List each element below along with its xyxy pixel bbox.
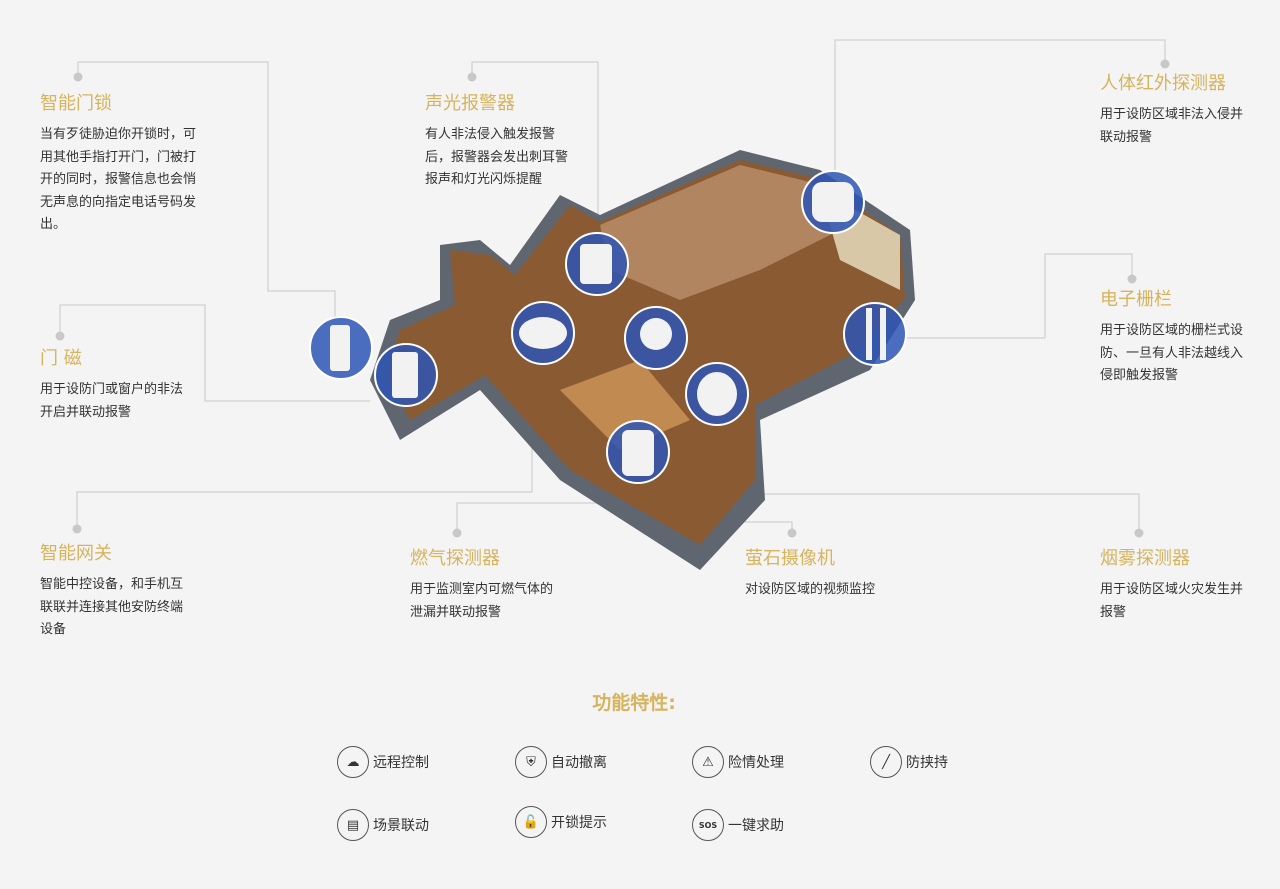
device-title: 门 磁 xyxy=(40,348,82,369)
device-desc: 用于设防区域火灾发生并报警 xyxy=(1100,582,1244,620)
feature-label: 险情处理 xyxy=(728,755,784,771)
device-desc: 智能中控设备，和手机互联联并连接其他安防终端设备 xyxy=(40,577,184,637)
device-desc: 用于设防门或窗户的非法开启并联动报警 xyxy=(40,382,184,420)
feature-label: 开锁提示 xyxy=(551,815,607,831)
knife-icon: ╱ xyxy=(870,746,902,778)
device-door-sensor: 门 磁用于设防门或窗户的非法开启并联动报警 xyxy=(40,347,210,424)
device-title: 萤石摄像机 xyxy=(745,548,835,569)
device-fence: 电子栅栏用于设防区域的栅栏式设防、一旦有人非法越线入侵即触发报警 xyxy=(1100,288,1270,388)
unlock-icon: 🔓 xyxy=(515,806,547,838)
device-alarm: 声光报警器有人非法侵入触发报警后，报警器会发出刺耳警报声和灯光闪烁提醒 xyxy=(425,92,595,192)
feature-scene-linkage: ▤场景联动 xyxy=(337,809,429,841)
device-desc: 有人非法侵入触发报警后，报警器会发出刺耳警报声和灯光闪烁提醒 xyxy=(425,127,569,187)
device-gas: 燃气探测器用于监测室内可燃气体的泄漏并联动报警 xyxy=(410,547,580,624)
feature-label: 场景联动 xyxy=(373,818,429,834)
device-desc: 用于设防区域的栅栏式设防、一旦有人非法越线入侵即触发报警 xyxy=(1100,323,1244,383)
feature-danger-handling: ⚠险情处理 xyxy=(692,746,784,778)
device-title: 声光报警器 xyxy=(425,93,515,114)
device-title: 智能网关 xyxy=(40,543,112,564)
device-title: 烟雾探测器 xyxy=(1100,548,1190,569)
device-smoke: 烟雾探测器用于设防区域火灾发生并报警 xyxy=(1100,547,1270,624)
device-desc: 用于监测室内可燃气体的泄漏并联动报警 xyxy=(410,582,554,620)
device-desc: 对设防区域的视频监控 xyxy=(745,582,876,597)
device-desc: 当有歹徒胁迫你开锁时，可用其他手指打开门，门被打开的同时，报警信息也会悄无声息的… xyxy=(40,127,197,232)
device-title: 人体红外探测器 xyxy=(1100,73,1226,94)
device-title: 智能门锁 xyxy=(40,93,112,114)
device-title: 电子栅栏 xyxy=(1100,289,1172,310)
feature-label: 一键求助 xyxy=(728,818,784,834)
device-pir: 人体红外探测器用于设防区域非法入侵并联动报警 xyxy=(1100,72,1270,149)
device-camera: 萤石摄像机对设防区域的视频监控 xyxy=(745,547,915,602)
feature-anti-hijack: ╱防挟持 xyxy=(870,746,948,778)
feature-label: 远程控制 xyxy=(373,755,429,771)
feature-auto-evacuate: ⛨自动撤离 xyxy=(515,746,607,778)
device-desc: 用于设防区域非法入侵并联动报警 xyxy=(1100,107,1244,145)
feature-label: 自动撤离 xyxy=(551,755,607,771)
feature-unlock-alert: 🔓开锁提示 xyxy=(515,806,607,838)
shield-icon: ⛨ xyxy=(515,746,547,778)
fence-marker xyxy=(843,302,907,366)
feature-label: 防挟持 xyxy=(906,755,948,771)
sos-icon: SOS xyxy=(692,809,724,841)
warning-icon: ⚠ xyxy=(692,746,724,778)
device-title: 燃气探测器 xyxy=(410,548,500,569)
scene-icon: ▤ xyxy=(337,809,369,841)
device-smart-lock: 智能门锁当有歹徒胁迫你开锁时，可用其他手指打开门，门被打开的同时，报警信息也会悄… xyxy=(40,92,210,237)
feature-remote-control: ☁远程控制 xyxy=(337,746,429,778)
cloud-icon: ☁ xyxy=(337,746,369,778)
features-title: 功能特性: xyxy=(592,692,676,714)
device-gateway: 智能网关智能中控设备，和手机互联联并连接其他安防终端设备 xyxy=(40,542,210,642)
